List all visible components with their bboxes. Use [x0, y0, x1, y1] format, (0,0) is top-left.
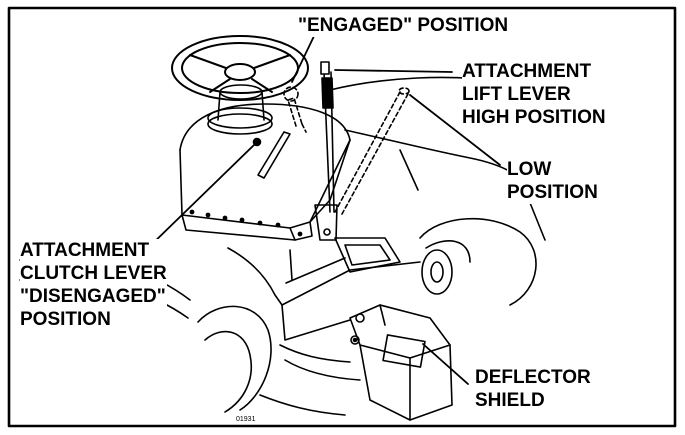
rear-body-line — [344, 129, 521, 179]
label-engaged-position: "ENGAGED" POSITION — [298, 14, 509, 37]
leader-clutch-lever — [147, 142, 257, 249]
foot-deck — [227, 237, 421, 341]
figure-frame — [7, 6, 677, 428]
lift-lever — [314, 61, 338, 241]
clutch-lever — [252, 131, 291, 179]
leader-low-position — [409, 94, 501, 166]
clutch-lever-engaged-ghost — [283, 86, 307, 133]
dash-console — [179, 103, 351, 241]
leader-lines — [147, 33, 501, 385]
leader-lift-lever — [334, 69, 453, 73]
label-deflector-shield: DEFLECTOR SHIELD — [475, 366, 591, 412]
body-edge — [399, 149, 419, 191]
label-attachment-clutch-lever: ATTACHMENT CLUTCH LEVER "DISENGAGED" POS… — [20, 239, 167, 331]
steering-wheel — [171, 35, 309, 101]
rear-tire — [419, 217, 537, 306]
figure-number: 01931 — [236, 416, 256, 423]
label-low-position: LOW POSITION — [507, 158, 598, 204]
label-attachment-lift-lever: ATTACHMENT LIFT LEVER HIGH POSITION — [462, 60, 606, 129]
deflector-shield — [349, 304, 453, 421]
mower-deck — [259, 344, 361, 416]
lift-lever-low-ghost — [334, 87, 410, 215]
leader-engaged — [291, 33, 316, 83]
leader-deflector — [422, 343, 469, 385]
